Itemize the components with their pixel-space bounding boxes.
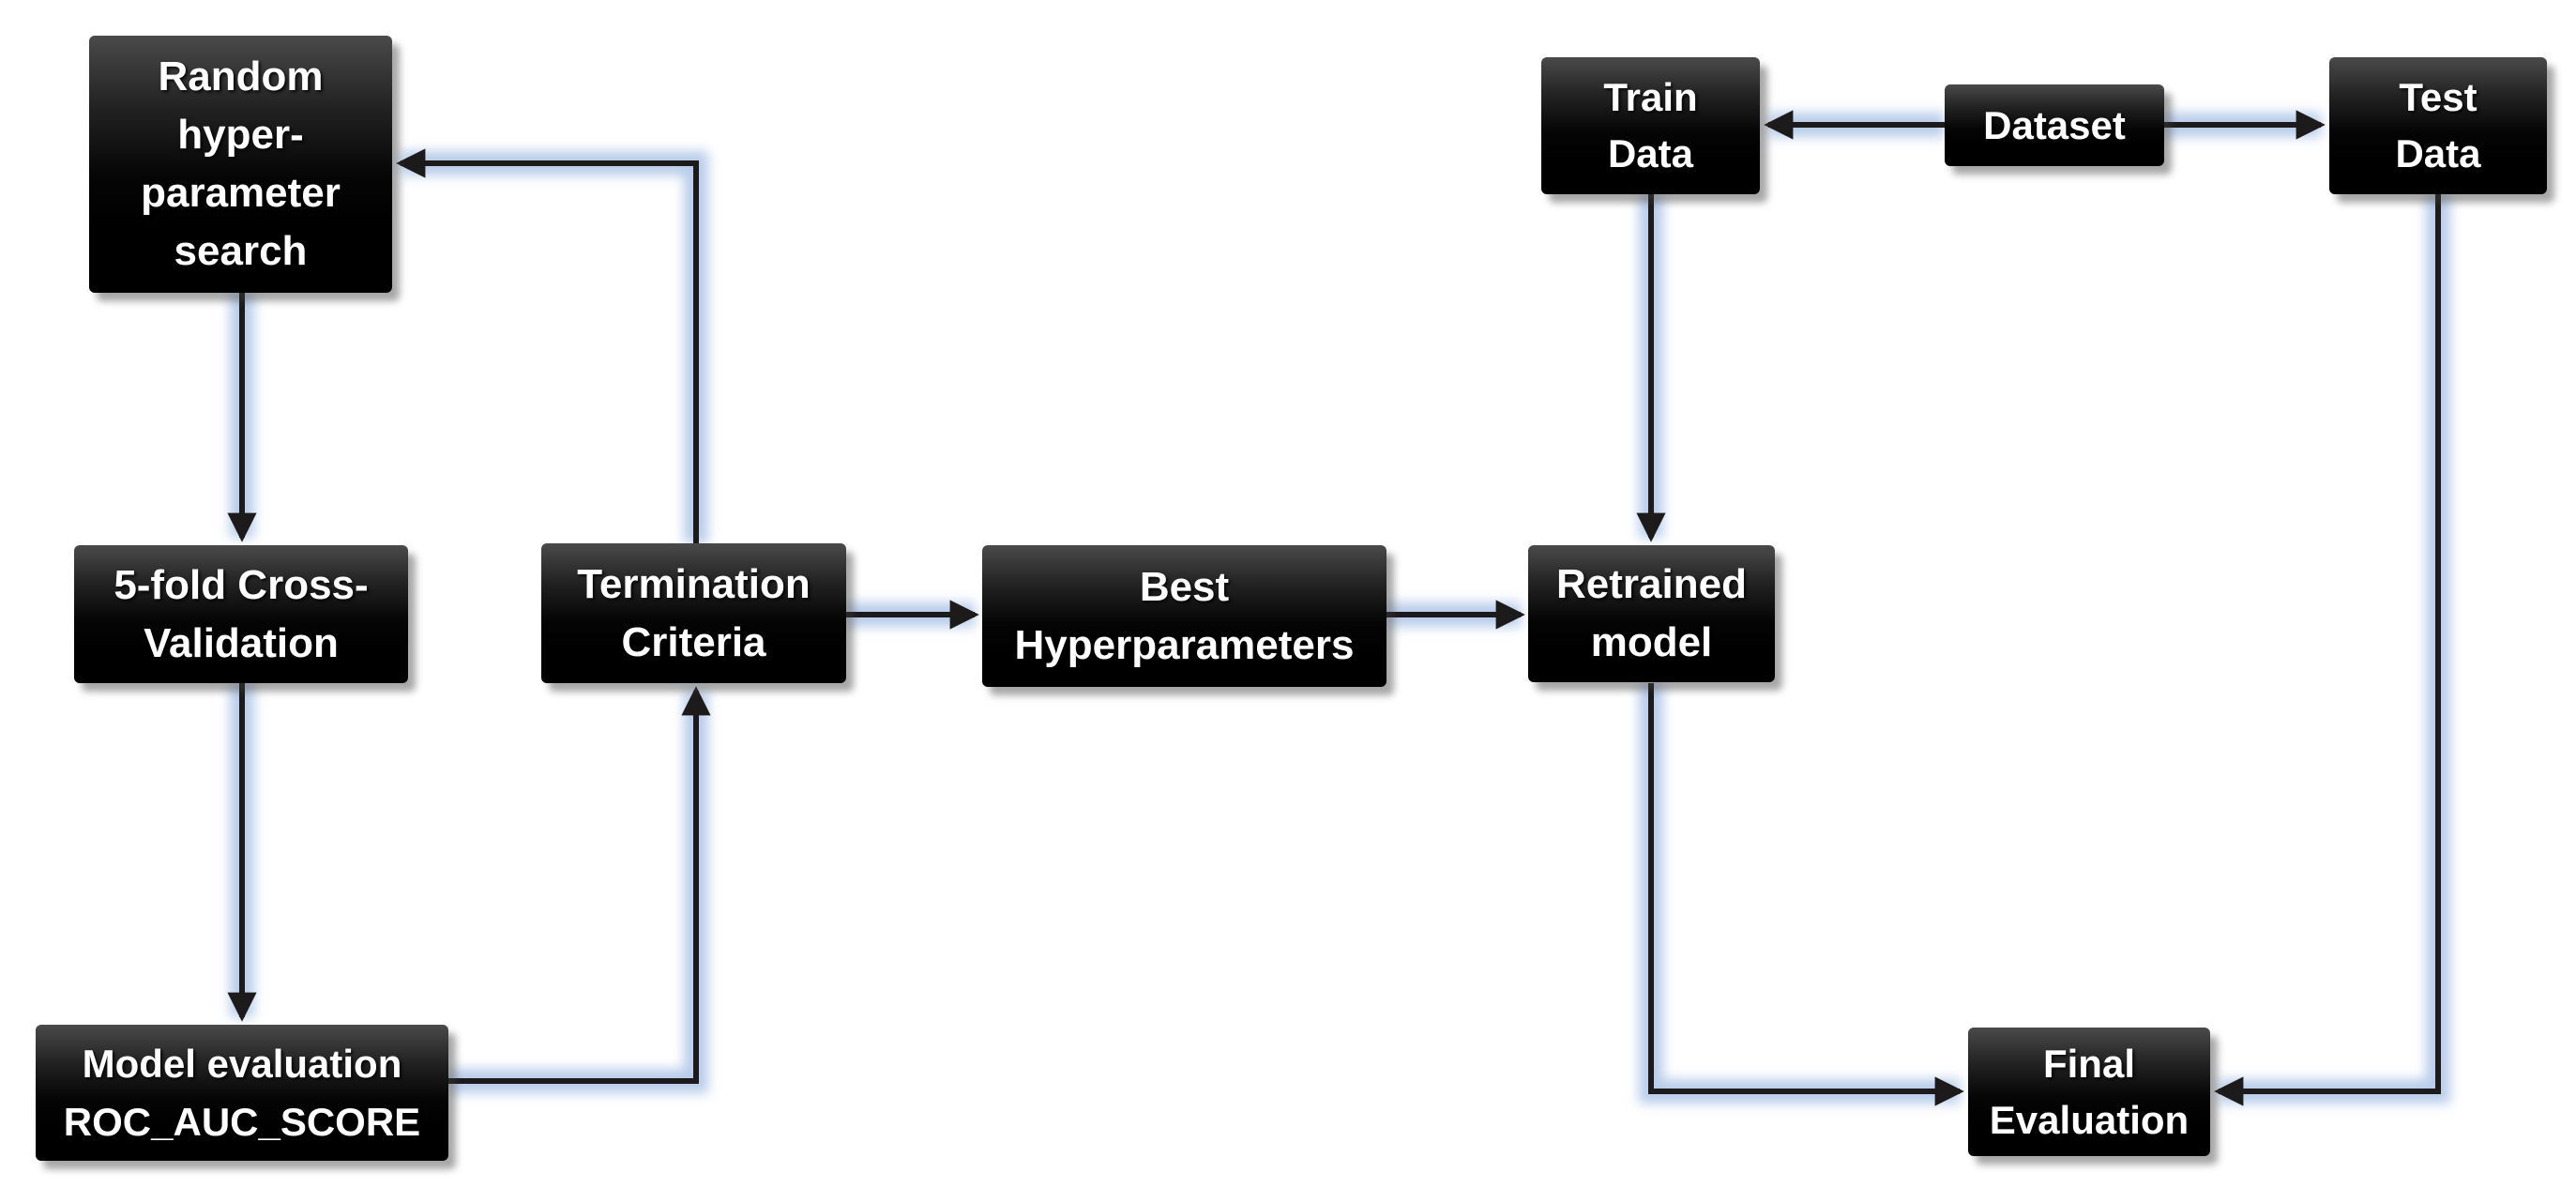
node-test-data: Test Data — [2329, 57, 2547, 194]
glow-testdata-to-finaleval — [2219, 194, 2450, 1104]
node-train-data: Train Data — [1541, 57, 1760, 194]
node-model-evaluation-label: Model evaluation ROC_AUC_SCORE — [63, 1041, 421, 1144]
arrow-termination-to-random — [396, 148, 699, 543]
node-random-hyperparameter-search: Random hyper- parameter search — [89, 36, 392, 293]
node-five-fold-cross-validation-label: 5-fold Cross- Validation — [114, 561, 369, 666]
arrow-retrained-to-finaleval — [1648, 683, 1964, 1106]
node-final-evaluation-label: Final Evaluation — [1989, 1041, 2190, 1142]
node-retrained-model: Retrained model — [1528, 545, 1775, 682]
node-test-data-label: Test Data — [2395, 75, 2481, 175]
arrow-testdata-to-finaleval — [2214, 194, 2441, 1106]
node-dataset-label: Dataset — [1983, 102, 2126, 147]
glow-termination-to-random — [401, 151, 708, 543]
node-termination-criteria: Termination Criteria — [541, 543, 846, 683]
glow-retrained-to-finaleval — [1639, 683, 1960, 1104]
node-best-hyperparameters: Best Hyperparameters — [982, 545, 1386, 687]
node-best-hyperparameters-label: Best Hyperparameters — [1014, 563, 1355, 668]
node-final-evaluation: Final Evaluation — [1968, 1028, 2210, 1156]
node-train-data-label: Train Data — [1603, 75, 1698, 175]
node-five-fold-cross-validation: 5-fold Cross- Validation — [74, 545, 408, 683]
node-retrained-model-label: Retrained model — [1556, 561, 1747, 665]
node-model-evaluation: Model evaluation ROC_AUC_SCORE — [36, 1025, 448, 1161]
node-random-hyperparameter-search-label: Random hyper- parameter search — [141, 53, 341, 274]
node-termination-criteria-label: Termination Criteria — [577, 560, 811, 665]
node-dataset: Dataset — [1945, 84, 2164, 166]
connector-line-layer — [227, 110, 2441, 1106]
arrow-modeleval-to-termination — [448, 686, 711, 1084]
glow-modeleval-to-termination — [448, 691, 708, 1093]
